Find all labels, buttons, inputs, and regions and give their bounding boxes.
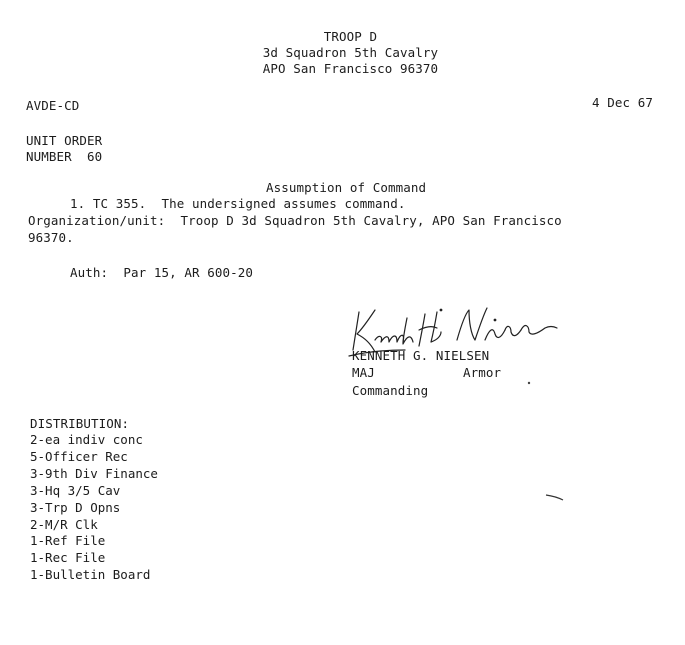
distribution-item: 3-Hq 3/5 Cav — [30, 482, 121, 498]
letterhead-squadron: 3d Squadron 5th Cavalry — [262, 45, 439, 60]
signer-rank: MAJ — [352, 365, 375, 380]
office-symbol: AVDE-CD — [26, 98, 80, 113]
order-subject: Assumption of Command — [266, 180, 427, 195]
body-paragraph-1: 1. TC 355. The undersigned assumes comma… — [70, 196, 406, 211]
distribution-item: 5-Officer Rec — [30, 448, 128, 464]
order-number: NUMBER 60 — [26, 149, 103, 164]
letterhead-address: APO San Francisco 96370 — [262, 61, 439, 76]
document-date: 4 Dec 67 — [592, 95, 654, 110]
distribution-item: 2-ea indiv conc — [30, 432, 143, 447]
scan-mark — [545, 494, 564, 501]
scan-speck — [527, 381, 531, 385]
authority-line: Auth: Par 15, AR 600-20 — [70, 265, 254, 280]
order-title: UNIT ORDER — [26, 133, 103, 148]
signer-name: KENNETH G. NIELSEN — [352, 348, 490, 363]
signer-branch: Armor — [463, 365, 502, 380]
distribution-item: 2-M/R Clk — [30, 516, 98, 532]
distribution-heading: DISTRIBUTION: — [30, 416, 130, 431]
distribution-item: 1-Bulletin Board — [30, 567, 151, 583]
distribution-item: 3-Trp D Opns — [30, 499, 121, 515]
handwritten-signature — [348, 307, 558, 357]
body-organization-line-cont: 96370. — [28, 230, 74, 245]
distribution-list: 2-ea indiv conc 5-Officer Rec 3-9th Div … — [30, 432, 158, 584]
distribution-item: 1-Ref File — [30, 533, 106, 549]
body-organization-line: Organization/unit: Troop D 3d Squadron 5… — [28, 213, 562, 228]
letterhead-unit: TROOP D — [323, 29, 378, 44]
signer-title: Commanding — [352, 383, 429, 398]
distribution-item: 3-9th Div Finance — [30, 465, 158, 481]
distribution-item: 1-Rec File — [30, 550, 106, 566]
